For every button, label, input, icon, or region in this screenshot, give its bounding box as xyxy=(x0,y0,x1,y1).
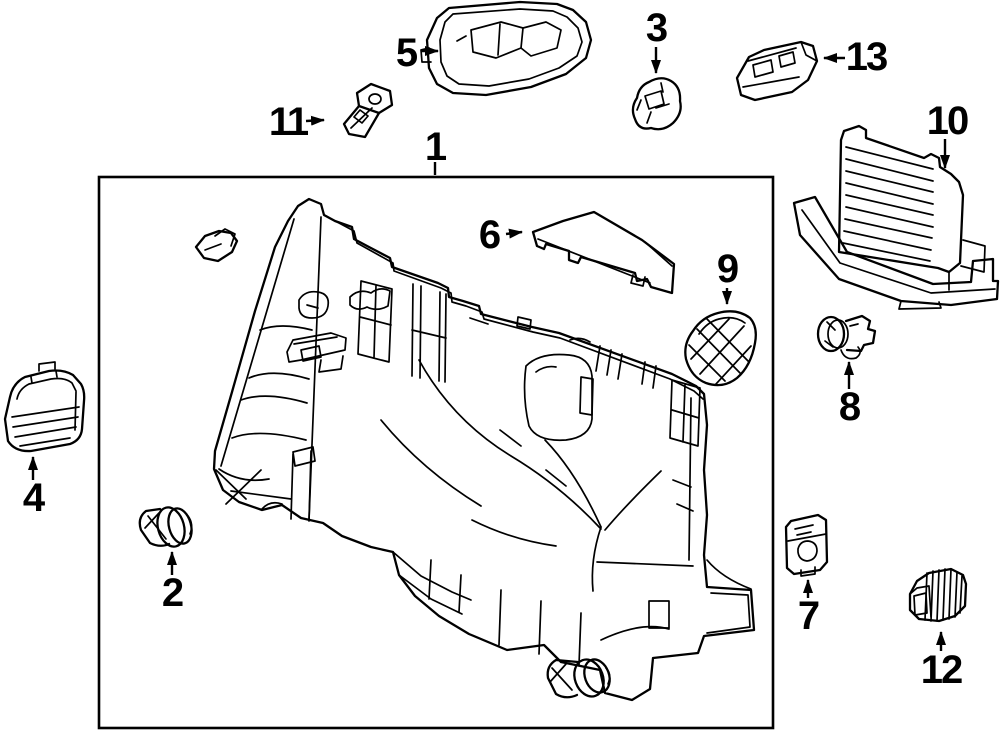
callout-3[interactable]: 3 xyxy=(646,6,669,74)
part-3-clip-drawing xyxy=(631,77,682,131)
callout-7[interactable]: 7 xyxy=(798,579,821,638)
callout-12[interactable]: 12 xyxy=(921,631,964,692)
part-4-bracket-drawing xyxy=(3,361,86,453)
callout-10-number[interactable]: 10 xyxy=(927,99,970,143)
part-2-pushpin-clip-drawing xyxy=(138,506,193,548)
callout-12-number[interactable]: 12 xyxy=(921,648,964,692)
part-11-bracket-clip-drawing xyxy=(342,82,394,139)
callout-2[interactable]: 2 xyxy=(162,551,185,615)
callout-4-number[interactable]: 4 xyxy=(23,476,48,520)
callout-13-number[interactable]: 13 xyxy=(846,35,889,79)
callout-6-leader xyxy=(505,228,523,239)
callout-13[interactable]: 13 xyxy=(823,35,889,79)
part-10-vent-panel-drawing xyxy=(792,124,1000,310)
part-8-fastener-clip-drawing xyxy=(816,314,877,360)
callout-11-number[interactable]: 11 xyxy=(269,100,311,144)
callout-4[interactable]: 4 xyxy=(23,456,48,520)
part-9-lattice-vent-drawing xyxy=(684,310,757,387)
part-1-bounding-box xyxy=(97,175,775,730)
callout-11[interactable]: 11 xyxy=(269,100,325,144)
callout-1[interactable]: 1 xyxy=(425,125,449,175)
callout-9-number[interactable]: 9 xyxy=(717,247,740,291)
part-7-square-clip-drawing xyxy=(784,513,829,577)
part-5-storage-tray-drawing xyxy=(420,0,593,97)
callout-6-number[interactable]: 6 xyxy=(479,213,502,257)
part-6-cover-trim-drawing xyxy=(531,210,676,295)
callout-1-number[interactable]: 1 xyxy=(425,125,449,169)
callout-5-number[interactable]: 5 xyxy=(396,31,420,75)
part-1-inner-pushpin-clip xyxy=(546,658,611,699)
callout-5[interactable]: 5 xyxy=(396,31,439,75)
callout-8[interactable]: 8 xyxy=(839,361,863,429)
part-13-mounting-bracket-drawing xyxy=(735,40,819,102)
callout-8-number[interactable]: 8 xyxy=(839,385,863,429)
callout-10[interactable]: 10 xyxy=(927,99,970,169)
callout-7-number[interactable]: 7 xyxy=(798,594,821,638)
callout-2-number[interactable]: 2 xyxy=(162,571,185,615)
callout-6[interactable]: 6 xyxy=(479,213,523,257)
callouts-layer: 1 2 3 4 5 6 7 8 xyxy=(23,6,970,692)
callout-11-leader xyxy=(305,115,325,126)
part-1-quarter-trim-panel-drawing xyxy=(194,197,756,702)
part-12-ribbed-block-drawing xyxy=(908,567,968,623)
callout-3-number[interactable]: 3 xyxy=(646,6,669,50)
callout-9[interactable]: 9 xyxy=(717,247,740,305)
